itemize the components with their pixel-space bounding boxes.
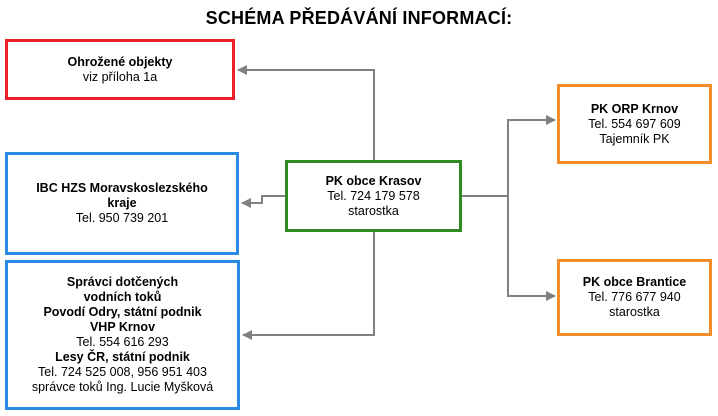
node-text-line: Tel. 554 697 609 [588,116,681,131]
node-text-line: viz příloha 1a [82,69,158,84]
connector-to-ohrozene [237,65,375,160]
node-text-line: Tel. 950 739 201 [75,211,169,225]
node-text-line: PK ORP Krnov [590,101,679,116]
node-text-line: IBC HZS Moravskoslezského [36,181,208,195]
node-text-line: Ohrožené objekty [67,54,173,69]
node-text-line: Tel. 554 616 293 [76,335,169,349]
node-text-line: Tel. 724 525 008, 956 951 403 [38,365,207,379]
node-text-line: vodních toků [83,290,162,304]
node-text-line: Správci dotčených [66,275,179,289]
connector-to-brantice [507,196,556,301]
connector-to-spravci [242,232,375,340]
node-text-line: správce toků Ing. Lucie Myšková [31,380,214,394]
node-text-line: PK obce Brantice [582,275,687,289]
node-text-line: Tel. 776 677 940 [588,290,681,304]
node-text-line: Tajemník PK [599,131,670,146]
node-text-line: Tel. 724 179 578 [327,188,420,203]
node-text-line: VHP Krnov [89,320,156,334]
connector-to-ibc [241,195,287,208]
node-text-line: starostka [348,203,399,218]
node-text-line: kraje [107,196,137,210]
diagram-title: SCHÉMA PŘEDÁVÁNÍ INFORMACÍ: [205,8,513,28]
node-text-line: starostka [609,305,660,319]
node-text-line: Povodí Odry, státní podnik [43,305,202,319]
node-text-line: Lesy ČR, státní podnik [55,350,190,364]
connector-to-orp [507,115,556,196]
node-text-line: PK obce Krasov [325,173,422,188]
